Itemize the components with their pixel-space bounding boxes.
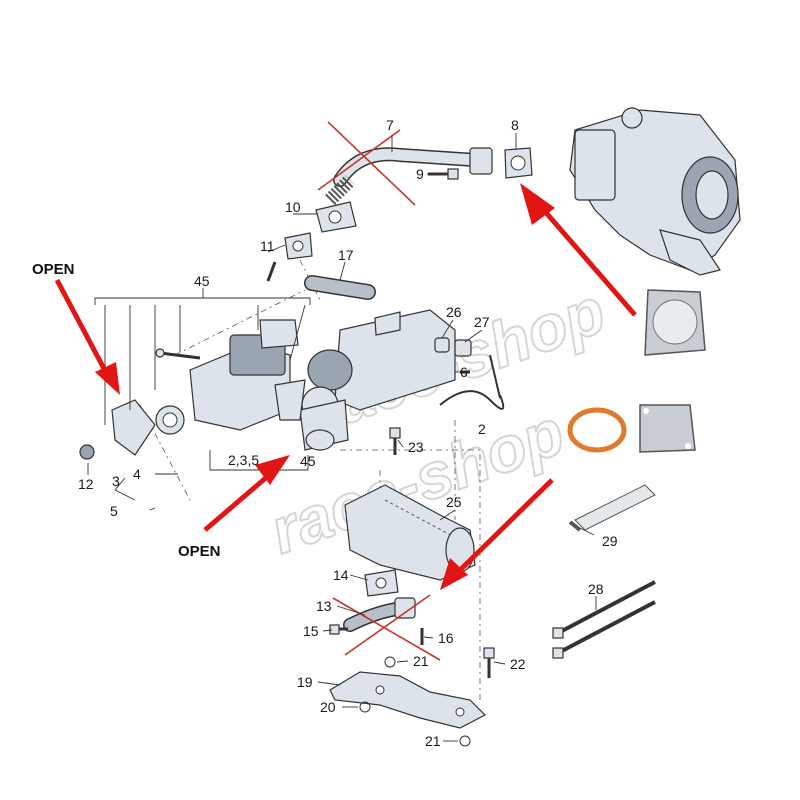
- callout-2-3-5: 2,3,5: [228, 452, 259, 468]
- callout-12: 12: [78, 476, 94, 492]
- callout-22: 22: [510, 656, 526, 672]
- arrow-open-top: [54, 278, 113, 382]
- egr-cooler: [299, 309, 456, 451]
- callout-7: 7: [386, 117, 394, 133]
- callout-2: 2: [478, 421, 486, 437]
- callout-45-top: 45: [194, 273, 210, 289]
- blanking-plate: [639, 404, 696, 453]
- callout-10: 10: [285, 199, 301, 215]
- arrowhead-turbo-gasket: [520, 183, 555, 225]
- callout-13: 13: [316, 598, 332, 614]
- turbocharger: [569, 107, 741, 276]
- bolts-small: [329, 624, 495, 678]
- gasket-14: [364, 569, 399, 597]
- arrowhead-blanking-plate: [440, 558, 468, 590]
- callout-4: 4: [133, 466, 141, 482]
- callout-14: 14: [333, 567, 349, 583]
- turbo-gasket-photo: [644, 289, 706, 356]
- callout-numbers: 7 8 9 10 11 17 45 26 27 6 2 23 2,3,5 45 …: [78, 117, 618, 749]
- callout-3: 3: [112, 473, 120, 489]
- callout-9: 9: [416, 166, 424, 182]
- callout-29: 29: [602, 533, 618, 549]
- callout-11: 11: [260, 238, 275, 254]
- exhaust-pipe-7: [317, 121, 493, 206]
- flange-left: [79, 399, 185, 460]
- callout-20: 20: [320, 699, 336, 715]
- callout-17: 17: [338, 247, 354, 263]
- pipe-13: [332, 594, 441, 661]
- callout-15: 15: [303, 623, 319, 639]
- callout-21-lower: 21: [425, 733, 441, 749]
- callout-19: 19: [297, 674, 313, 690]
- open-label-top: OPEN: [32, 261, 75, 278]
- callout-8: 8: [511, 117, 519, 133]
- callout-21-upper: 21: [413, 653, 429, 669]
- callout-45-bottom: 45: [300, 453, 316, 469]
- cable-ties-28: [552, 580, 656, 659]
- gasket-11: [266, 232, 313, 282]
- callout-16: 16: [438, 630, 454, 646]
- callout-5: 5: [110, 503, 118, 519]
- bracket-19: [329, 656, 487, 747]
- callout-27: 27: [474, 314, 490, 330]
- orange-ring-gasket: [567, 407, 627, 453]
- gasket-8: [504, 147, 533, 179]
- arrowhead-open-top: [95, 362, 120, 395]
- red-arrows: [54, 183, 637, 590]
- leader-lines: [87, 133, 597, 742]
- bolt-23: [389, 427, 401, 455]
- callout-6: 6: [460, 364, 468, 380]
- callout-26: 26: [446, 304, 462, 320]
- egr-valve-45: [155, 319, 306, 431]
- arrowhead-open-bottom: [255, 455, 290, 485]
- arrow-blanking-plate: [453, 478, 554, 577]
- sealant-tube-29: [568, 484, 656, 532]
- hose-17: [304, 275, 376, 300]
- open-label-bottom: OPEN: [178, 543, 221, 560]
- arrow-turbo-gasket: [533, 198, 637, 317]
- arrow-open-bottom: [203, 468, 277, 532]
- gasket-10: [315, 201, 357, 233]
- callout-23: 23: [408, 439, 424, 455]
- callout-28: 28: [588, 581, 604, 597]
- callout-25: 25: [446, 494, 462, 510]
